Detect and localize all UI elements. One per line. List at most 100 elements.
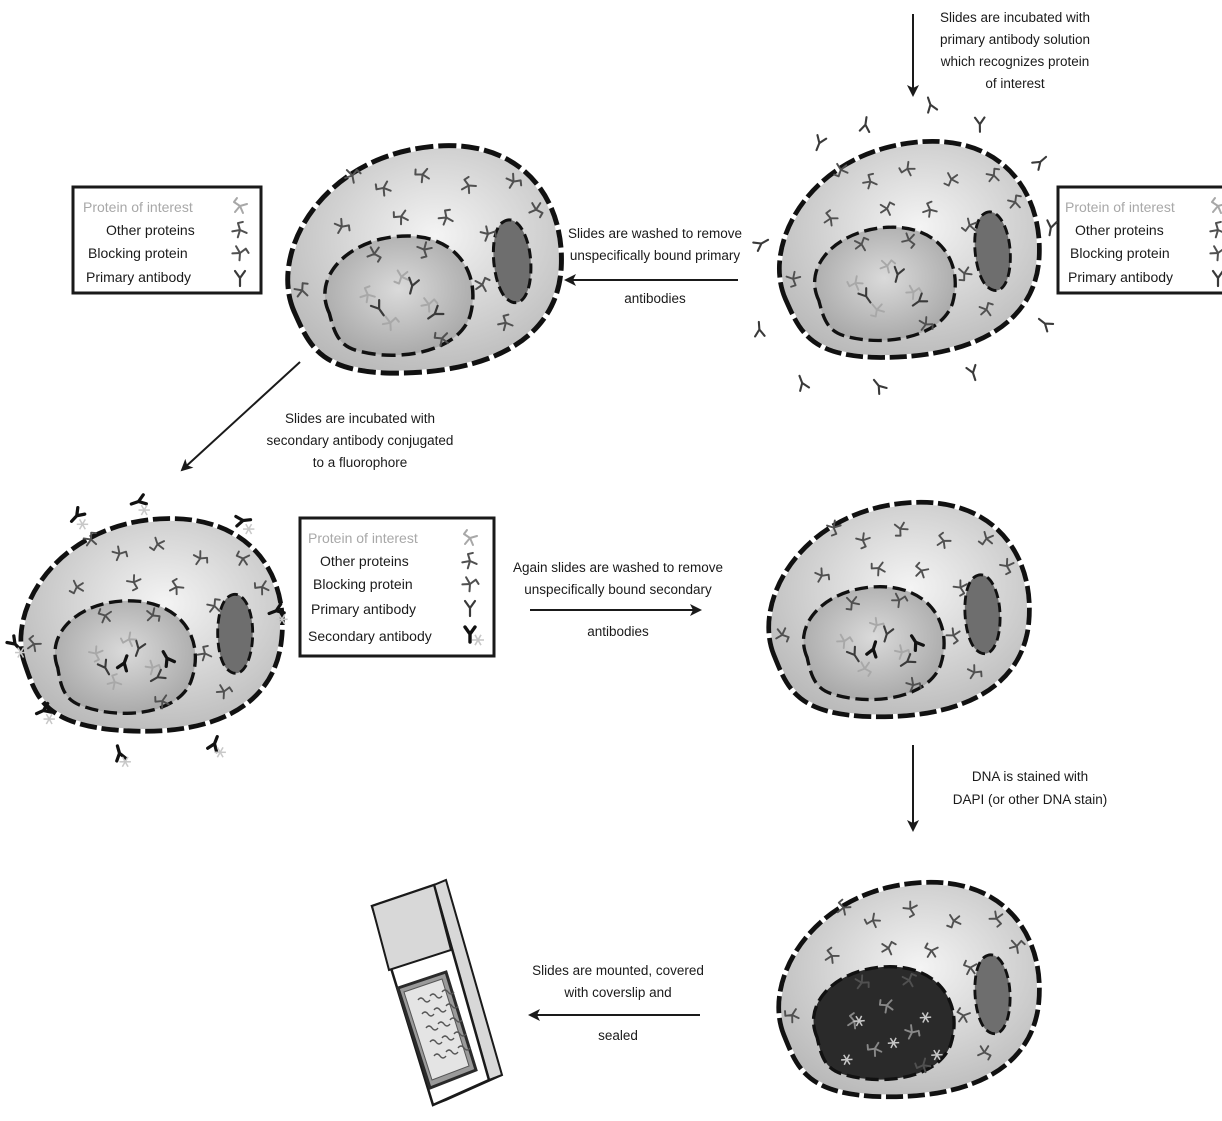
other-protein-icon <box>845 596 861 611</box>
legend-primary-antibody-icon <box>233 269 247 288</box>
cell-nucleolus <box>491 218 533 305</box>
other-protein-icon <box>905 676 922 693</box>
fluorophore-icon <box>138 504 150 516</box>
other-protein-icon <box>914 1057 932 1074</box>
other-protein-icon <box>891 592 909 609</box>
protein-of-interest-icon <box>870 303 885 318</box>
protein-of-interest-icon <box>905 284 923 301</box>
unbound-secondary-antibody-icon <box>267 602 286 616</box>
other-protein-icon <box>333 217 351 234</box>
legend-primary-antibody-icon <box>463 599 477 618</box>
svg-text:antibodies: antibodies <box>587 624 649 639</box>
unbound-primary-antibody-icon <box>858 116 871 134</box>
primary-antibody-icon <box>911 292 929 307</box>
svg-text:Slides are incubated with: Slides are incubated with <box>285 411 435 426</box>
svg-text:Primary antibody: Primary antibody <box>86 269 191 285</box>
protein-of-interest-icon <box>144 659 162 676</box>
legend-secondary-antibody-icon <box>463 625 477 644</box>
other-protein-icon <box>956 1007 971 1023</box>
fluorophore-icon <box>214 746 226 758</box>
cell-secondary-incubation <box>5 493 288 768</box>
other-protein-icon <box>977 1045 992 1061</box>
legend-protein-of-interest-icon <box>233 197 248 214</box>
other-protein-icon <box>824 946 840 964</box>
fluorophore-icon <box>276 613 288 625</box>
other-protein-icon <box>97 608 113 624</box>
other-protein-icon <box>915 561 930 579</box>
other-protein-icon <box>215 684 234 700</box>
svg-text:Slides are mounted, covered: Slides are mounted, covered <box>532 963 704 978</box>
step-mount-text: Slides are mounted, covered with coversl… <box>532 963 704 1043</box>
svg-text:Secondary antibody: Secondary antibody <box>308 628 432 644</box>
unbound-primary-antibody-icon <box>965 363 977 382</box>
other-protein-icon <box>977 531 994 546</box>
slide-sample-specimen <box>417 989 471 1059</box>
other-protein-icon <box>988 910 1004 928</box>
fluorophore-icon <box>43 713 55 725</box>
svg-text:primary antibody solution: primary antibody solution <box>940 32 1090 47</box>
fluorophore-icon <box>14 647 27 658</box>
cell-primary-incubation <box>752 96 1058 396</box>
legend-other-protein-icon <box>1209 220 1222 239</box>
secondary-antibody-icon <box>115 654 129 673</box>
svg-text:which recognizes protein: which recognizes protein <box>940 54 1090 69</box>
svg-text:sealed: sealed <box>598 1028 638 1043</box>
other-protein-icon <box>862 172 878 190</box>
primary-antibody-icon <box>427 304 445 320</box>
other-protein-icon <box>192 550 209 566</box>
other-protein-icon <box>528 202 544 219</box>
protein-of-interest-icon <box>359 285 376 304</box>
other-protein-icon <box>206 598 221 613</box>
protein-of-interest-icon <box>904 1024 921 1040</box>
other-protein-icon <box>125 574 142 592</box>
other-protein-icon <box>854 974 870 990</box>
legend-primary-antibody-icon <box>1211 269 1222 288</box>
svg-text:Blocking protein: Blocking protein <box>313 576 413 592</box>
primary-antibody-icon <box>857 287 872 304</box>
secondary-antibody-icon <box>865 640 878 659</box>
step-primary-incubation-text: Slides are incubated with primary antibo… <box>940 10 1090 91</box>
legend-blocking-protein-icon <box>1209 245 1222 262</box>
other-protein-icon <box>374 180 392 197</box>
svg-text:DNA is stained with: DNA is stained with <box>972 769 1088 784</box>
other-protein-icon <box>785 270 802 288</box>
other-protein-icon <box>235 550 251 566</box>
protein-of-interest-icon <box>420 297 439 313</box>
sample-cell-icon <box>433 1053 447 1059</box>
protein-of-interest-icon <box>868 616 886 633</box>
other-protein-icon <box>893 521 909 537</box>
protein-of-interest-icon <box>879 259 897 274</box>
unbound-primary-antibody-icon <box>752 238 770 252</box>
other-protein-icon <box>966 664 983 680</box>
svg-text:to a fluorophore: to a fluorophore <box>313 455 408 470</box>
primary-antibody-icon <box>883 625 895 643</box>
sample-cell-icon <box>421 1011 435 1017</box>
other-protein-icon <box>881 940 897 956</box>
step-wash-primary-text: Slides are washed to remove unspecifical… <box>568 226 742 306</box>
legend-protein-of-interest-icon <box>463 529 478 546</box>
step-secondary-incubation-text: Slides are incubated with secondary anti… <box>267 411 454 470</box>
svg-text:of interest: of interest <box>985 76 1045 91</box>
other-protein-icon <box>853 236 870 252</box>
unbound-primary-antibody-icon <box>926 96 939 114</box>
cell-nucleus <box>811 965 956 1082</box>
other-protein-icon <box>344 168 362 184</box>
sample-cell-icon <box>449 1017 463 1023</box>
other-protein-icon <box>978 302 994 317</box>
other-protein-icon <box>460 175 477 195</box>
svg-text:Primary antibody: Primary antibody <box>311 601 416 617</box>
other-protein-icon <box>918 316 934 331</box>
legend-fluorophore-icon <box>472 634 484 646</box>
other-protein-icon <box>855 532 871 550</box>
primary-antibody-icon <box>149 668 167 683</box>
other-protein-icon <box>963 959 978 976</box>
legend-box-2: Protein of interest Other proteins Block… <box>1056 185 1222 295</box>
svg-text:unspecifically bound primary: unspecifically bound primary <box>570 248 741 263</box>
primary-antibody-icon <box>899 653 917 667</box>
cell-nucleus <box>323 234 475 357</box>
other-protein-icon <box>879 201 896 216</box>
sample-cell-icon <box>445 1049 459 1055</box>
other-protein-icon <box>958 266 973 282</box>
other-protein-icon <box>505 172 523 189</box>
cell-membrane <box>766 499 1032 720</box>
